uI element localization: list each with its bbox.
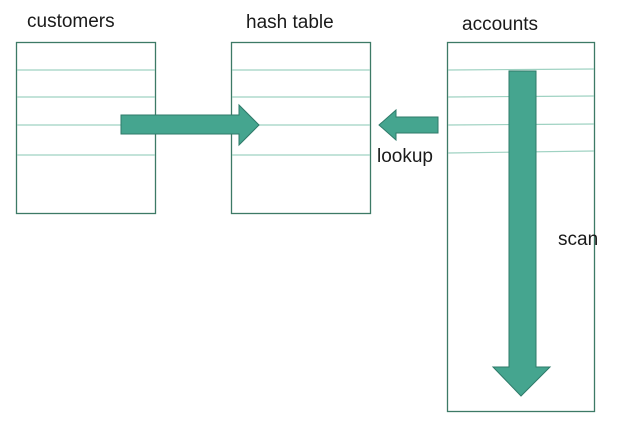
scan-label: scan [558,229,599,250]
accounts-row-divider [447,68,595,71]
hash-table-label: hash table [246,12,334,33]
accounts-table-label: accounts [462,14,539,35]
scan-arrow [491,70,552,397]
build-arrow [120,103,260,147]
customers-table-label: customers [27,11,115,32]
lookup-label: lookup [377,146,433,167]
lookup-arrow [378,108,439,142]
